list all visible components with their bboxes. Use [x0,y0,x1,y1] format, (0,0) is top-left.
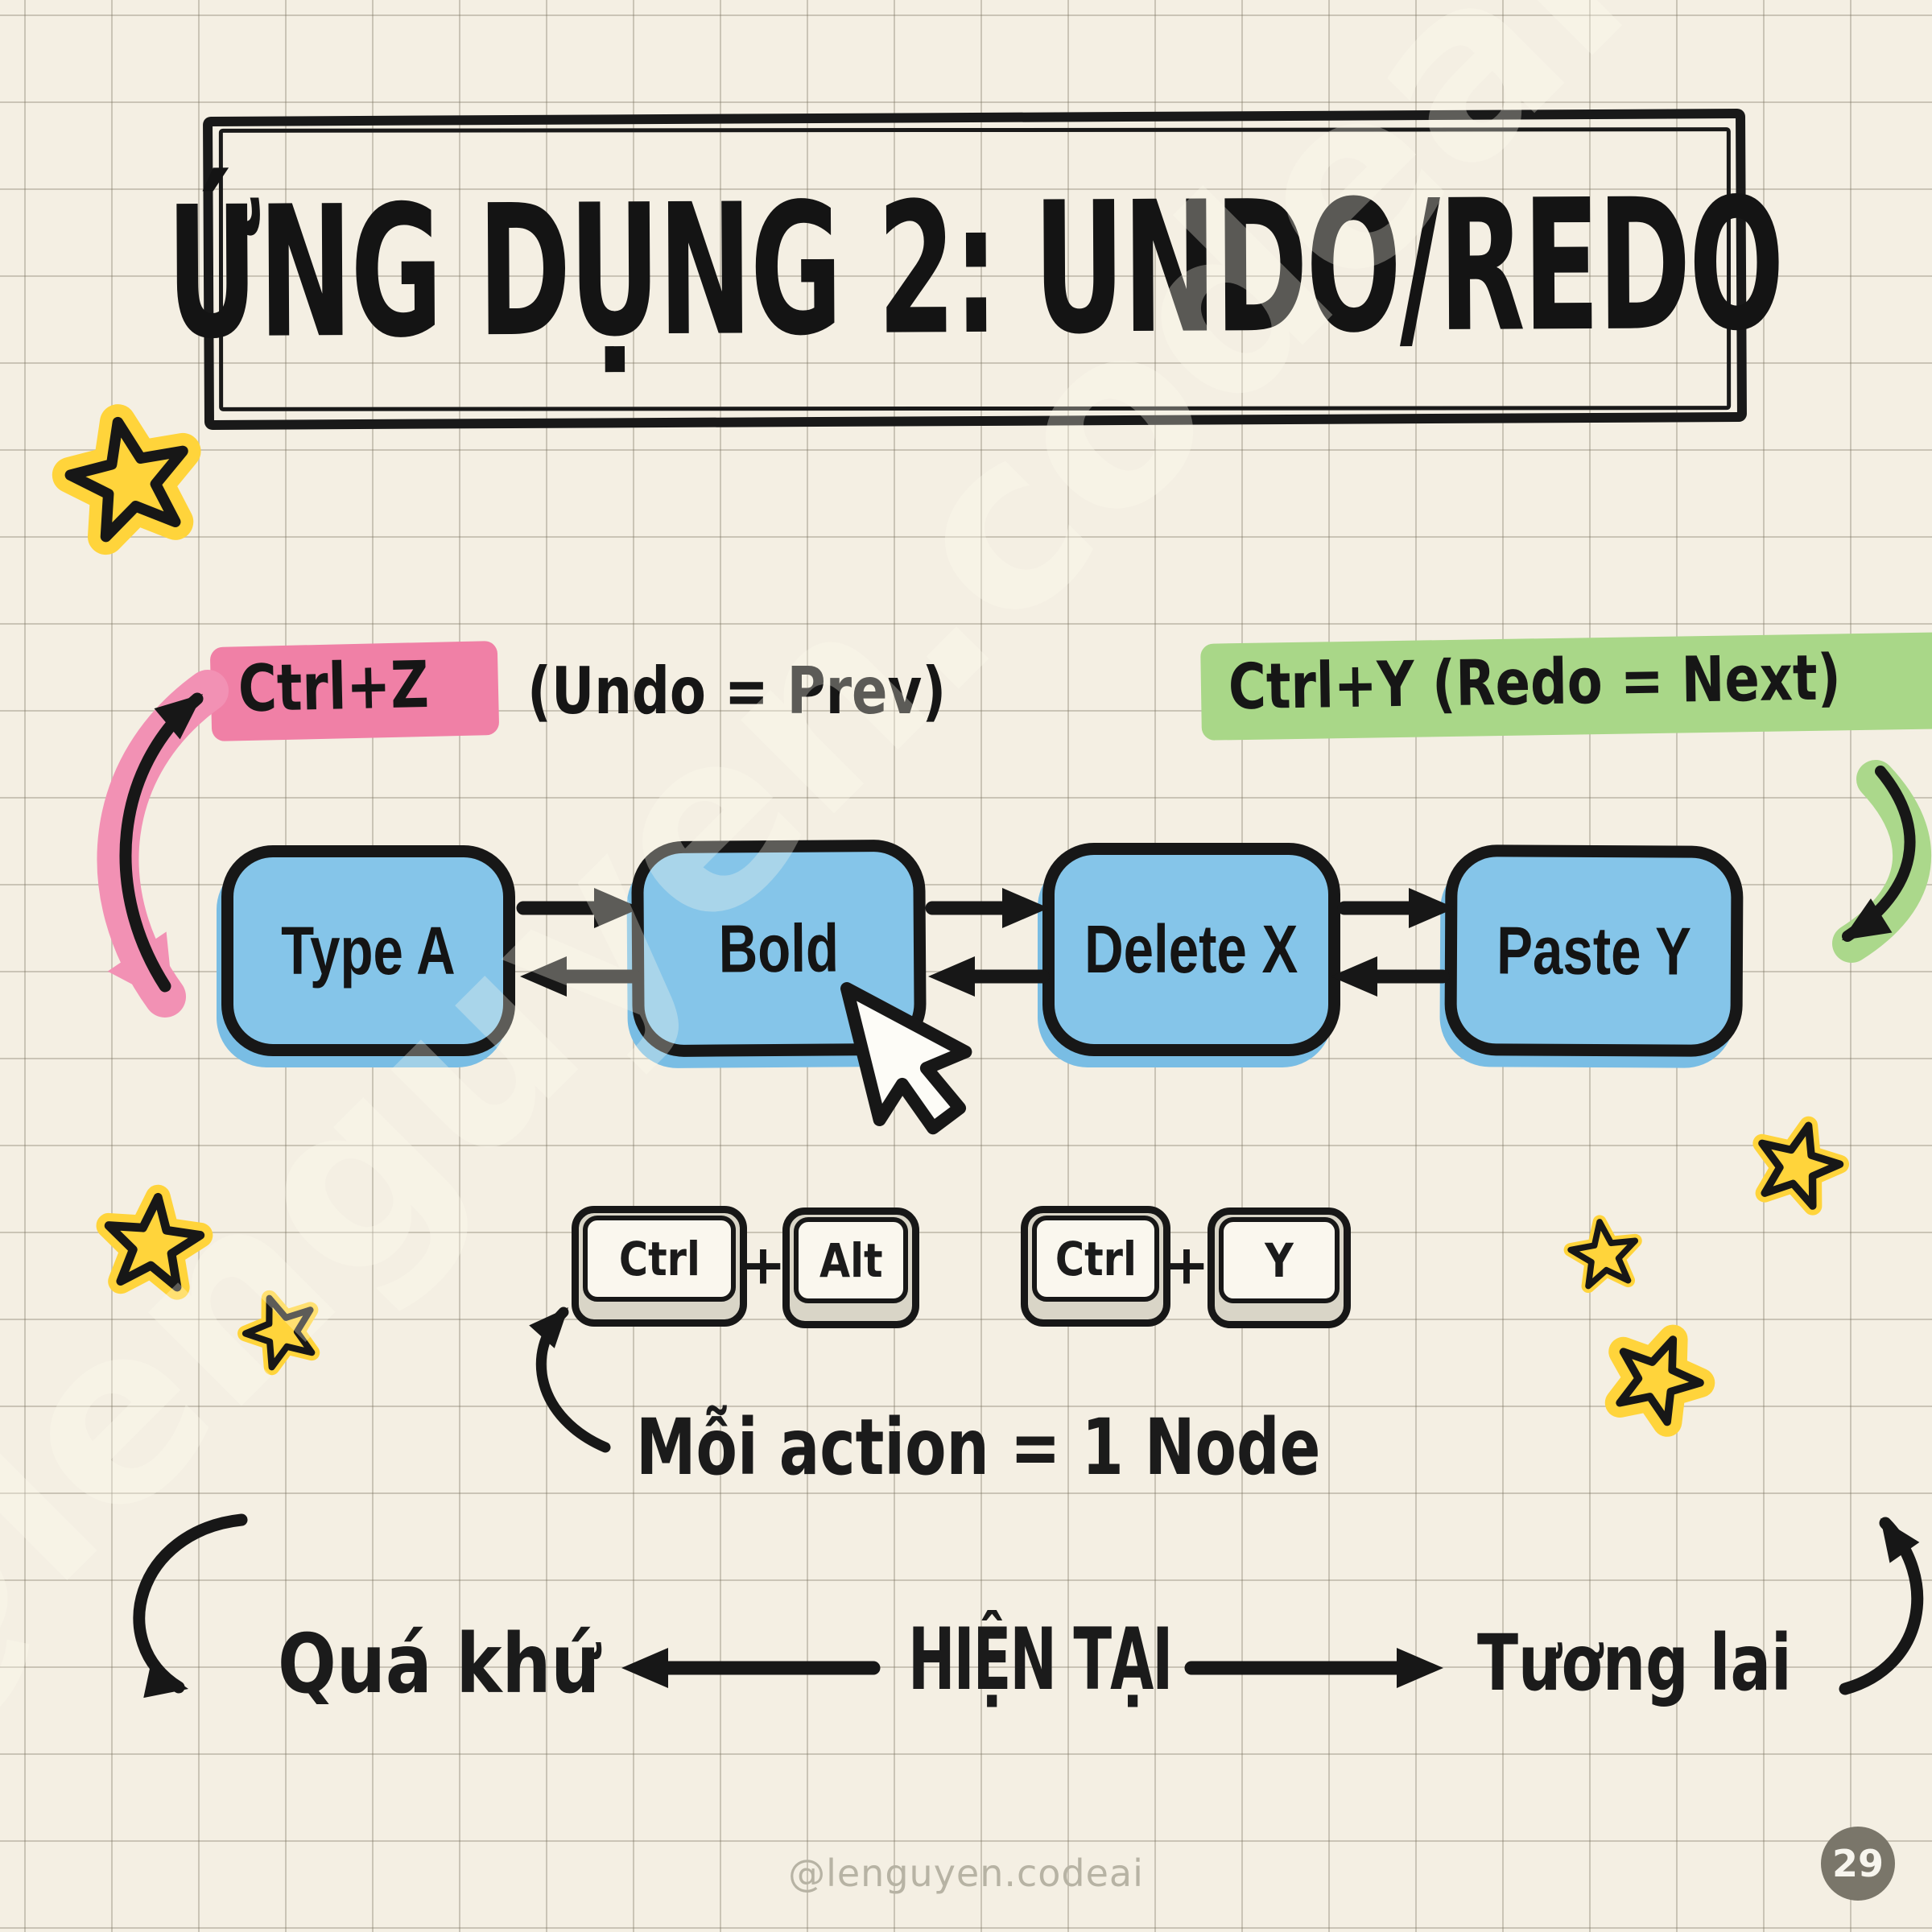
timeline-future-text: Tương lai [1477,1618,1792,1708]
timeline-future-label: Tương lai [1477,1618,1880,1708]
node-link-arrows [516,888,1455,997]
key-y-label: Y [1265,1232,1294,1288]
timeline-present-label: HIỆN TẠI [908,1610,1307,1709]
key-y: Y [1208,1208,1351,1328]
key-ctrl-1-cap: Ctrl [583,1216,736,1302]
node-type-a-label: Type A [281,912,456,989]
key-ctrl-2-label: Ctrl [1055,1231,1137,1286]
undo-shortcut-line: Ctrl+Z (Undo = Prev) [209,640,1038,742]
note-arrow [529,1295,611,1453]
key-ctrl-1: Ctrl [572,1206,747,1327]
footer-watermark: @lenguyen.codeai [788,1852,1144,1895]
node-type-a: Type A [221,845,515,1056]
key-y-cap: Y [1219,1217,1340,1303]
note-text-inner: Mỗi action = 1 Node [636,1402,1321,1492]
page-number-badge: 29 [1821,1827,1895,1901]
key-ctrl-2-cap: Ctrl [1032,1216,1159,1302]
undo-shortcut-rest: (Undo = Prev) [526,654,947,729]
plus-sign-1: + [740,1233,786,1298]
timeline-arrows [133,1508,1924,1707]
key-ctrl-2: Ctrl [1021,1206,1170,1327]
note-text: Mỗi action = 1 Node [636,1402,1513,1492]
redo-curve-arrow [1831,760,1931,963]
timeline-past-label: Quá khứ [278,1616,662,1712]
undo-curve-arrow [97,670,229,1018]
key-alt-cap: Alt [794,1217,908,1303]
key-ctrl-1-label: Ctrl [618,1231,700,1286]
key-alt-label: Alt [819,1232,883,1288]
star-icons [62,411,1847,1428]
timeline-past-text: Quá khứ [278,1616,601,1712]
page-number: 29 [1831,1842,1884,1885]
node-delete-x-label: Delete X [1084,911,1298,987]
node-delete-x: Delete X [1042,843,1340,1056]
mouse-cursor-icon [840,982,972,1135]
key-alt: Alt [782,1208,919,1328]
timeline-present-text: HIỆN TẠI [908,1610,1173,1709]
plus-sign-2: + [1163,1233,1210,1298]
